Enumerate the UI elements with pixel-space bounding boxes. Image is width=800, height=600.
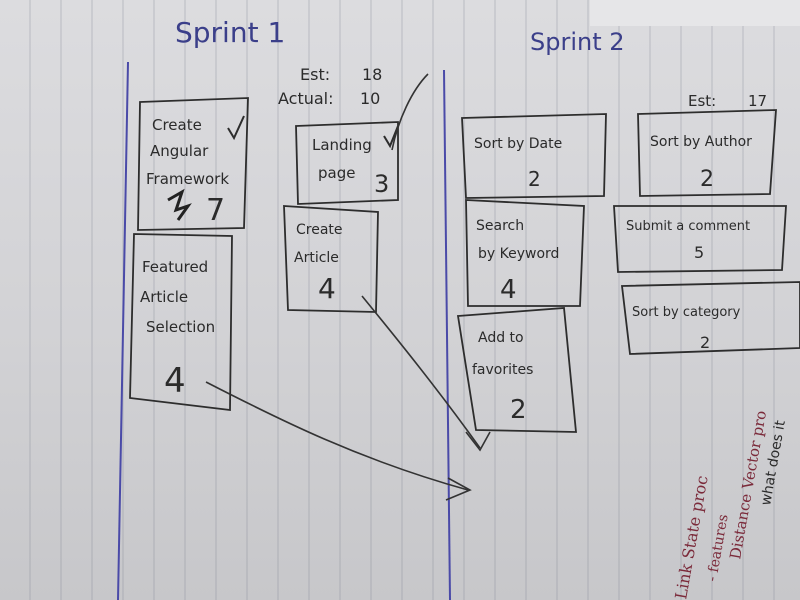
- card-line: Angular: [150, 142, 209, 160]
- sprint2-title: Sprint 2: [530, 28, 625, 56]
- card-points: 4: [164, 361, 186, 401]
- move-arrow-featured: [205, 381, 469, 491]
- paper-corner: [590, 0, 800, 26]
- checkmark-icon: [227, 115, 245, 141]
- card-line: Create: [152, 116, 202, 134]
- sprint1-title: Sprint 1: [175, 16, 285, 49]
- sprint1-actual-value: 10: [360, 89, 380, 108]
- card-line: Create: [296, 222, 343, 238]
- sprint2-est-label: Est:: [688, 92, 716, 110]
- sprint1-est-value: 18: [362, 65, 382, 84]
- card-points: 5: [694, 243, 704, 262]
- checkmark-icon: [383, 125, 399, 149]
- card-line: Landing: [312, 136, 372, 154]
- card-line: Sort by Date: [474, 136, 562, 152]
- move-arrow-create-article: [361, 295, 481, 449]
- card-points: 2: [700, 333, 710, 352]
- card-sort-by-date: Sort by Date 2: [461, 113, 607, 199]
- card-points: 3: [374, 170, 389, 198]
- card-add-to-favorites: Add to favorites 2: [456, 307, 577, 433]
- card-line: by Keyword: [478, 246, 559, 262]
- card-line: Submit a comment: [626, 219, 750, 234]
- card-sort-by-category: Sort by category 2: [620, 281, 800, 355]
- card-landing-page: Landing page 3: [295, 73, 429, 205]
- card-line: Search: [476, 218, 524, 234]
- card-create-article: Create Article 4: [283, 205, 379, 313]
- arrow-head-icon: [465, 431, 491, 452]
- card-search-by-keyword: Search by Keyword 4: [465, 199, 585, 307]
- card-points: 2: [510, 395, 527, 425]
- card-points: 4: [500, 275, 517, 305]
- card-points: 2: [528, 167, 541, 191]
- card-points: 7: [206, 193, 225, 228]
- card-line: Selection: [146, 318, 215, 336]
- card-points: 2: [700, 167, 714, 192]
- scribble-mark: [167, 188, 192, 221]
- sprint1-margin-line: [117, 61, 129, 600]
- card-sort-by-author: Sort by Author 2: [637, 109, 777, 197]
- card-line: favorites: [472, 362, 533, 378]
- card-line: Article: [294, 250, 339, 266]
- sprint1-actual-label: Actual:: [278, 89, 334, 108]
- card-create-angular-framework: Create Angular Framework 7: [137, 97, 249, 231]
- card-featured-article-selection: Featured Article Selection 4: [129, 233, 233, 412]
- card-line: Article: [140, 288, 188, 306]
- card-line: page: [318, 164, 355, 182]
- card-submit-a-comment: Submit a comment 5: [613, 205, 787, 273]
- card-line: Add to: [478, 330, 524, 346]
- card-line: Featured: [142, 258, 208, 276]
- sprint2-margin-line: [443, 69, 451, 600]
- check-connector-stroke: [391, 73, 429, 151]
- card-line: Sort by Author: [650, 134, 752, 150]
- card-line: Framework: [146, 170, 229, 188]
- sprint2-est-value: 17: [748, 92, 767, 110]
- arrow-head-icon: [445, 477, 472, 501]
- sprint1-est-label: Est:: [300, 65, 330, 84]
- card-line: Sort by category: [632, 305, 741, 320]
- card-points: 4: [318, 272, 336, 305]
